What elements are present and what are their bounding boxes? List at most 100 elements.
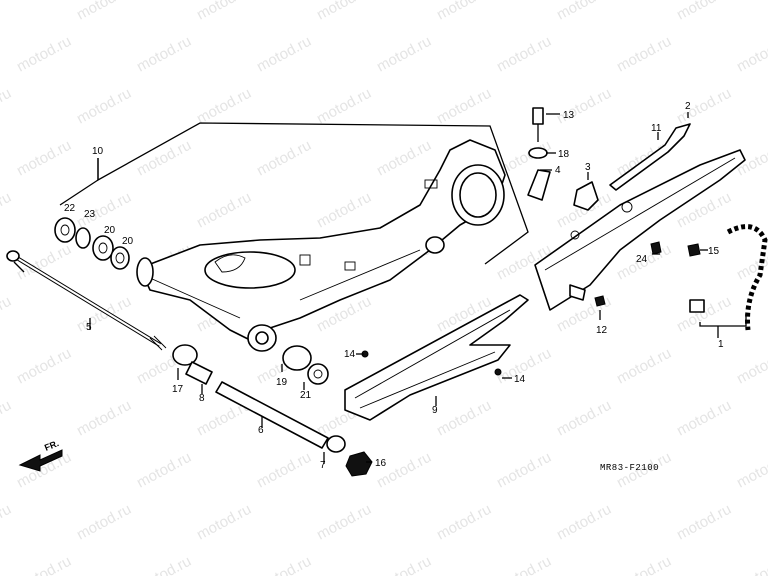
callout-13: 13 (563, 110, 575, 121)
watermark-text: motod.ru (614, 345, 674, 388)
callout-8: 8 (199, 393, 205, 404)
callout-21: 21 (300, 390, 312, 401)
watermark-text: motod.ru (0, 0, 14, 24)
watermark-text: motod.ru (734, 33, 768, 76)
watermark-text: motod.ru (0, 501, 14, 544)
watermark-text: motod.ru (614, 137, 674, 180)
callout-4: 4 (555, 165, 561, 176)
watermark-text: motod.ru (374, 33, 434, 76)
watermark-text: motod.ru (494, 449, 554, 492)
watermark-text: motod.ru (74, 0, 134, 24)
watermark-text: motod.ru (554, 501, 614, 544)
small-fasteners (594, 241, 701, 307)
watermark-text: motod.ru (14, 345, 74, 388)
callout-12: 12 (596, 325, 608, 336)
watermark-text: motod.ru (74, 501, 134, 544)
watermark-text: motod.ru (434, 397, 494, 440)
watermark-text: motod.ru (434, 0, 494, 24)
watermark-text: motod.ru (674, 397, 734, 440)
watermark-text: motod.ru (554, 0, 614, 24)
case-brackets (527, 107, 691, 211)
callout-20-lower: 20 (122, 236, 134, 247)
swingarm (136, 139, 506, 352)
watermark-text: motod.ru (314, 189, 374, 232)
callout-5: 5 (86, 322, 92, 333)
callout-14-lower: 14 (514, 374, 526, 385)
watermark-text: motod.ru (434, 501, 494, 544)
callout-1: 1 (718, 339, 724, 350)
watermark-text: motod.ru (0, 293, 14, 336)
watermark-text: motod.ru (254, 449, 314, 492)
watermark-text: motod.ru (0, 189, 14, 232)
drawing-code: MR83-F2100 (600, 463, 659, 473)
watermark-text: motod.ru (314, 0, 374, 24)
watermark-text: motod.ru (374, 449, 434, 492)
watermark-text: motod.ru (734, 449, 768, 492)
chain-case (534, 149, 746, 311)
pivot-collars (172, 344, 329, 385)
drive-chain (689, 224, 768, 331)
watermark-text: motod.ru (614, 553, 674, 576)
watermark-text: motod.ru (194, 85, 254, 128)
watermark-text: motod.ru (194, 0, 254, 24)
watermark-text: motod.ru (74, 397, 134, 440)
watermark-text: motod.ru (254, 137, 314, 180)
pivot-tube (215, 381, 373, 477)
watermark-text: motod.ru (0, 397, 14, 440)
watermark-text: motod.ru (734, 553, 768, 576)
watermark-text: motod.ru (194, 189, 254, 232)
callout-14-upper: 14 (344, 349, 356, 360)
callout-17: 17 (172, 384, 184, 395)
watermark-text: motod.ru (494, 33, 554, 76)
watermark-text: motod.ru (614, 33, 674, 76)
watermark-text: motod.ru (14, 553, 74, 576)
watermark-text: motod.ru (434, 85, 494, 128)
watermark-text: motod.ru (0, 85, 14, 128)
watermark-text: motod.ru (734, 345, 768, 388)
front-direction-label: FR. (43, 438, 60, 453)
watermark-text: motod.ru (14, 137, 74, 180)
callout-22: 22 (64, 203, 76, 214)
watermark-text: motod.ru (134, 33, 194, 76)
watermark-text: motod.ru (494, 553, 554, 576)
callout-labels: 1 2 3 4 5 6 7 8 9 10 11 12 13 14 14 15 1… (64, 101, 724, 471)
callout-7: 7 (320, 460, 326, 471)
callout-10: 10 (92, 146, 104, 157)
watermark-text: motod.ru (14, 33, 74, 76)
callout-15: 15 (708, 246, 720, 257)
watermark-text: motod.ru (254, 33, 314, 76)
watermark-text: motod.ru (554, 85, 614, 128)
watermark-text: motod.ru (134, 553, 194, 576)
leader-lines (89, 112, 719, 464)
callout-19: 19 (276, 377, 288, 388)
callout-16: 16 (375, 458, 387, 469)
watermark-text: motod.ru (314, 85, 374, 128)
callout-18: 18 (558, 149, 570, 160)
callout-11: 11 (651, 123, 662, 134)
callout-20-upper: 20 (104, 225, 116, 236)
watermark-text: motod.ru (314, 501, 374, 544)
front-direction-arrow (18, 449, 63, 472)
watermark-text: motod.ru (374, 137, 434, 180)
watermark-text: motod.ru (254, 553, 314, 576)
watermark-text: motod.ru (674, 293, 734, 336)
watermark-text: motod.ru (674, 85, 734, 128)
bearing-stack (54, 217, 130, 270)
watermark-text: motod.ru (674, 0, 734, 24)
watermark-text: motod.ru (134, 449, 194, 492)
watermark-text: motod.ru (674, 501, 734, 544)
callout-9: 9 (432, 405, 438, 416)
callout-6: 6 (258, 425, 264, 436)
watermark-text: motod.ru (554, 397, 614, 440)
watermark-text: motod.ru (194, 501, 254, 544)
chain-slider (344, 294, 529, 421)
callout-2: 2 (685, 101, 691, 112)
callout-23: 23 (84, 209, 96, 220)
callout-24: 24 (636, 254, 648, 265)
watermark-text: motod.ru (14, 449, 74, 492)
pivot-bolt (6, 250, 167, 351)
watermark-text: motod.ru (374, 553, 434, 576)
